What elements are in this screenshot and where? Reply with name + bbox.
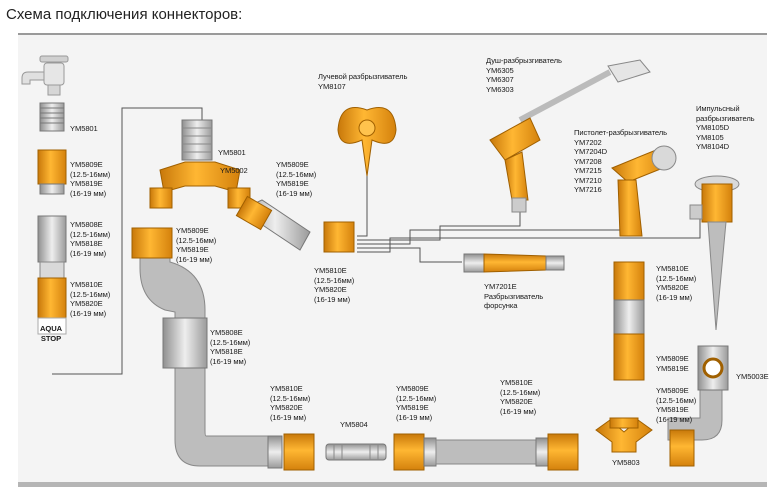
label-ym5810e-bottom-left: YM5810E(12.5-16мм)YM5820E(16-19 мм) [270,384,311,422]
label-ym5002: YM5002 [220,166,248,175]
main-hose-left [131,227,315,471]
page-title: Схема подключения коннекторов: [6,6,243,23]
label-ym5810e-left: YM5810E(12.5-16мм)YM5820E(16-19 мм) [70,280,111,318]
bottom-hose [393,433,579,471]
connector-ym5804 [325,443,387,461]
label-ym5003e: YM5003E [736,372,769,381]
label-ym5803: YM5803 [612,458,640,467]
label-ym5810e-bottom: YM5810E(12.5-16мм)YM5820E(16-19 мм) [500,378,541,416]
label-ym5801-mid: YM5801 [218,148,246,157]
y-splitter-ym5803 [595,417,653,453]
beam-sprinkler-icon [337,107,397,177]
right-connector-stack [613,261,645,381]
label-ym5808e-left: YM5808E(12.5-16мм)YM5818E(16-19 мм) [70,220,111,258]
impulse-sprinkler-icon [689,175,740,331]
label-ym5808e-mid: YM5808E(12.5-16мм)YM5818E(16-19 мм) [210,328,251,366]
pistol-sprinkler-icon [611,145,677,237]
nozzle-sprinkler-icon [463,253,565,273]
label-ym5809e-right: YM5809E(12.5-16мм)YM5819E(16-19 мм) [656,386,697,424]
label-ym5810e-center: YM5810E(12.5-16мм)YM5820E(16-19 мм) [314,266,355,304]
angled-hose-center [235,195,355,253]
label-ym5810e-right: YM5810E(12.5-16мм)YM5820E(16-19 мм) [656,264,697,302]
label-ym5801-left: YM5801 [70,124,98,133]
right-l-hose [667,345,729,467]
label-ym5809e-left: YM5809E(12.5-16мм)YM5819E(16-19 мм) [70,160,111,198]
y-splitter-ym5002 [149,119,251,209]
label-ym5809e-b: YM5809E(12.5-16мм)YM5819E(16-19 мм) [176,226,217,264]
panel-top-border [18,33,767,35]
panel-bottom-border [18,482,767,487]
left-connector-stack [37,102,67,335]
faucet-icon [21,55,69,96]
shower-sprinkler-icon [489,59,651,213]
connection-lines [52,107,701,375]
label-ym5809e-bottom: YM5809E(12.5-16мм)YM5819E(16-19 мм) [396,384,437,422]
label-ym5804: YM5804 [340,420,368,429]
label-ym5809e-a: YM5809E(12.5-16мм)YM5819E(16-19 мм) [276,160,317,198]
